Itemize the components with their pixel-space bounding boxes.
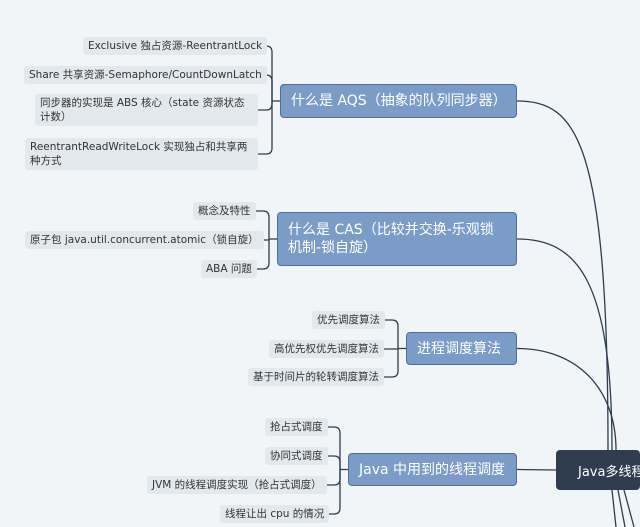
leaf-jvm-thread-scheduling[interactable]: JVM 的线程调度实现（抢占式调度） — [147, 476, 327, 494]
topic-cas-label: 什么是 CAS（比较并交换-乐观锁机制-锁自旋） — [288, 222, 494, 256]
connector-topic-2-leaf-0 — [385, 319, 399, 349]
connector-topic-0-leaf-1 — [265, 74, 273, 101]
connector-topic-0-leaf-0 — [265, 45, 273, 101]
leaf-share[interactable]: Share 共享资源-Semaphore/CountDownLatch — [24, 66, 267, 84]
leaf-high-priority-scheduling[interactable]: 高优先权优先调度算法 — [269, 340, 384, 358]
leaf-preemptive-scheduling[interactable]: 抢占式调度 — [265, 418, 328, 436]
topic-process-scheduling-label: 进程调度算法 — [417, 340, 501, 357]
connector-topic-2-leaf-1 — [384, 348, 399, 350]
connector-root-topic-2 — [516, 347, 617, 451]
leaf-reentrant-rw-lock[interactable]: ReentrantReadWriteLock 实现独占和共享两种方式 — [25, 138, 258, 170]
connector-root-offscreen-0 — [611, 489, 617, 527]
topic-aqs[interactable]: 什么是 AQS（抽象的队列同步器） — [280, 84, 517, 118]
leaf-atomic-package[interactable]: 原子包 java.util.concurrent.atomic（锁自旋） — [25, 231, 264, 249]
connector-root-topic-1 — [516, 238, 613, 451]
leaf-priority-scheduling[interactable]: 优先调度算法 — [312, 311, 385, 329]
connector-lines — [256, 45, 635, 527]
leaf-aba-problem[interactable]: ABA 问题 — [201, 260, 257, 278]
connector-root-offscreen-2 — [623, 489, 635, 527]
connector-topic-1-leaf-2 — [257, 239, 270, 270]
leaf-abs-core[interactable]: 同步器的实现是 ABS 核心（state 资源状态计数） — [35, 94, 258, 126]
connector-topic-3-leaf-0 — [328, 426, 341, 470]
topic-process-scheduling[interactable]: 进程调度算法 — [406, 332, 517, 365]
topic-java-thread-scheduling-label: Java 中用到的线程调度 — [359, 461, 506, 478]
connector-topic-3-leaf-1 — [328, 455, 341, 470]
topic-java-thread-scheduling[interactable]: Java 中用到的线程调度 — [348, 453, 517, 486]
leaf-cooperative-scheduling[interactable]: 协同式调度 — [265, 447, 328, 465]
leaf-cas-concept[interactable]: 概念及特性 — [193, 202, 256, 220]
connector-topic-2-leaf-2 — [384, 348, 399, 378]
connector-root-topic-3 — [516, 468, 557, 471]
leaf-exclusive[interactable]: Exclusive 独占资源-ReentrantLock — [83, 37, 268, 55]
connector-topic-3-leaf-2 — [327, 469, 341, 486]
connector-topic-1-leaf-0 — [256, 210, 270, 239]
root-node[interactable]: Java多线程 — [556, 450, 640, 490]
topic-aqs-label: 什么是 AQS（抽象的队列同步器） — [291, 93, 507, 109]
connector-topic-3-leaf-3 — [329, 469, 341, 515]
leaf-thread-yield-cpu[interactable]: 线程让出 cpu 的情况 — [220, 505, 330, 523]
topic-cas[interactable]: 什么是 CAS（比较并交换-乐观锁机制-锁自旋） — [277, 212, 517, 266]
connector-topic-0-leaf-2 — [258, 101, 273, 111]
connector-topic-0-leaf-3 — [258, 101, 273, 155]
leaf-round-robin-scheduling[interactable]: 基于时间片的轮转调度算法 — [248, 368, 384, 386]
root-label: Java多线程 — [578, 464, 640, 480]
connector-topic-1-leaf-1 — [264, 238, 270, 241]
connector-root-offscreen-1 — [617, 489, 626, 527]
connector-root-topic-0 — [516, 100, 609, 451]
